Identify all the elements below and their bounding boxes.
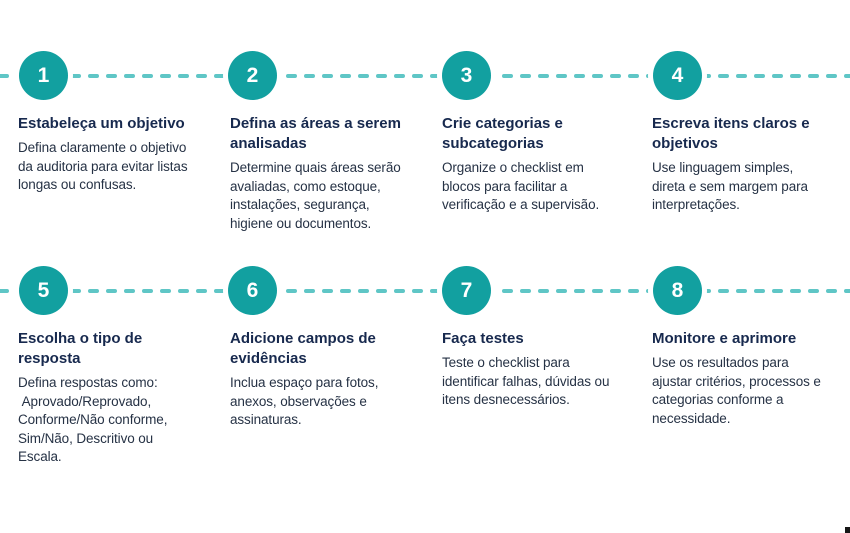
step-7-number-badge: 7	[442, 266, 491, 315]
step-1-description: Defina claramente o objetivo da auditori…	[18, 140, 188, 192]
step-3-description: Organize o checklist em blocos para faci…	[442, 160, 600, 212]
step-2-title: Defina as áreas a serem analisadas	[230, 115, 401, 152]
step-6-number: 6	[246, 278, 259, 302]
step-2-number-badge: 2	[228, 51, 277, 100]
step-8-block: Monitore e aprimore Use os resultados pa…	[652, 329, 850, 428]
step-1-number: 1	[37, 63, 50, 87]
step-5-title: Escolha o tipo de resposta	[18, 330, 143, 367]
step-2-block: Defina as áreas a serem analisadas Deter…	[230, 114, 430, 233]
step-3-title: Crie categorias e subcategorias	[442, 115, 563, 152]
step-4-block: Escreva itens claros e objetivos Use lin…	[652, 114, 850, 215]
step-4-number-badge: 4	[653, 51, 702, 100]
screen-edge-artifact	[845, 527, 850, 533]
step-5-number: 5	[37, 278, 50, 302]
step-7-number: 7	[460, 278, 473, 302]
step-4-description: Use linguagem simples, direta e sem marg…	[652, 160, 808, 212]
step-3-number: 3	[460, 63, 473, 87]
step-7-title: Faça testes	[442, 330, 524, 347]
step-8-number: 8	[671, 278, 684, 302]
step-3-block: Crie categorias e subcategorias Organize…	[442, 114, 642, 215]
step-6-description: Inclua espaço para fotos, anexos, observ…	[230, 375, 379, 427]
step-4-number: 4	[671, 63, 684, 87]
step-5-number-badge: 5	[19, 266, 68, 315]
step-7-description: Teste o checklist para identificar falha…	[442, 355, 610, 407]
step-8-title: Monitore e aprimore	[652, 330, 797, 347]
step-3-number-badge: 3	[442, 51, 491, 100]
step-1-block: Estabeleça um objetivo Defina claramente…	[18, 114, 218, 195]
step-1-title: Estabeleça um objetivo	[18, 115, 185, 132]
step-6-title: Adicione campos de evidências	[230, 330, 376, 367]
step-6-block: Adicione campos de evidências Inclua esp…	[230, 329, 430, 430]
step-4-title: Escreva itens claros e objetivos	[652, 115, 810, 152]
step-5-description: Defina respostas como: Aprovado/Reprovad…	[18, 375, 168, 464]
step-8-description: Use os resultados para ajustar critérios…	[652, 355, 821, 426]
step-1-number-badge: 1	[19, 51, 68, 100]
step-2-number: 2	[246, 63, 259, 87]
step-5-block: Escolha o tipo de resposta Defina respos…	[18, 329, 218, 467]
step-7-block: Faça testes Teste o checklist para ident…	[442, 329, 642, 410]
step-2-description: Determine quais áreas serão avaliadas, c…	[230, 160, 401, 231]
step-8-number-badge: 8	[653, 266, 702, 315]
step-6-number-badge: 6	[228, 266, 277, 315]
